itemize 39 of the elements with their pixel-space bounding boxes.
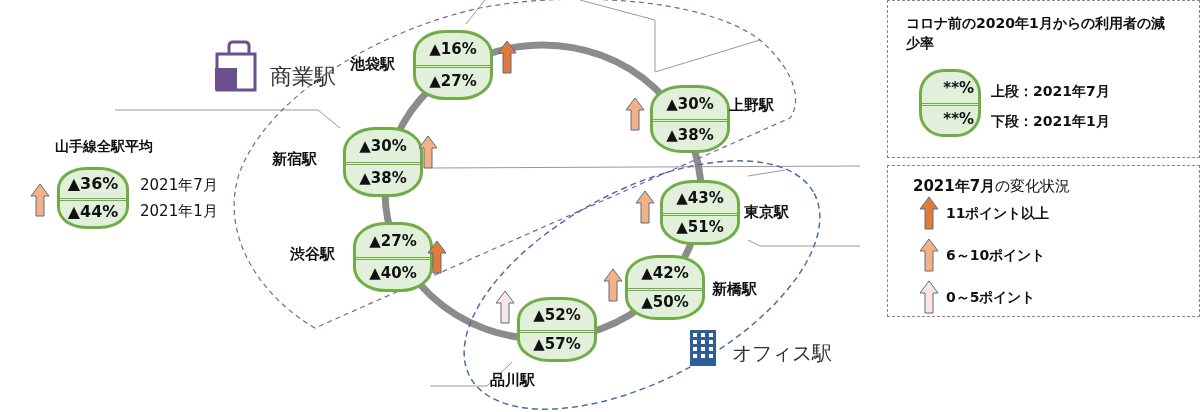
station-name: 上野駅 <box>729 96 774 115</box>
station-name: 新宿駅 <box>272 150 317 169</box>
legend-text: 上段：2021年7月 <box>991 83 1110 101</box>
station-name: 東京駅 <box>744 203 789 222</box>
legend-text: 0～5ポイント <box>946 289 1036 307</box>
decrease-rate: ▲27% <box>429 71 477 91</box>
decrease-rate: ▲52% <box>533 304 581 325</box>
decrease-rate: ▲38% <box>359 168 407 188</box>
legend-heading: 2021年7月の変化状況 <box>913 176 1072 196</box>
decrease-rate: ▲30% <box>359 136 407 156</box>
decrease-rate: ▲36% <box>67 174 119 194</box>
legend-text: 11ポイント以上 <box>946 205 1050 223</box>
legend-text: 下段：2021年1月 <box>991 113 1110 131</box>
station-name: 品川駅 <box>490 371 535 390</box>
region-label: 商業駅 <box>270 63 336 91</box>
decrease-rate: **% <box>943 77 975 98</box>
legend-heading: コロナ前の2020年1月からの利用者の減少率 <box>906 14 1166 53</box>
period-label: 2021年1月 <box>140 202 218 221</box>
group-heading: 山手線全駅平均 <box>55 138 153 156</box>
station-name: 渋谷駅 <box>290 245 335 264</box>
decrease-rate: ▲38% <box>666 124 714 145</box>
decrease-rate: ▲30% <box>666 93 714 114</box>
station-name: 池袋駅 <box>350 55 395 74</box>
decrease-rate: ▲50% <box>641 292 689 313</box>
decrease-rate: ▲44% <box>67 202 119 222</box>
legend-panel <box>887 0 1200 158</box>
decrease-rate: ▲51% <box>676 217 724 238</box>
decrease-rate: ▲16% <box>429 39 477 59</box>
decrease-rate: ▲40% <box>369 263 417 283</box>
decrease-rate: ▲57% <box>533 334 581 355</box>
decrease-rate: ▲27% <box>369 231 417 251</box>
decrease-rate: ▲42% <box>641 262 689 283</box>
decrease-rate: ▲43% <box>676 187 724 208</box>
station-name: 新橋駅 <box>712 280 757 299</box>
decrease-rate: **% <box>943 108 975 129</box>
period-label: 2021年7月 <box>140 176 218 195</box>
legend-text: 6～10ポイント <box>946 247 1046 265</box>
region-label: オフィス駅 <box>732 340 832 367</box>
legend-panel <box>887 165 1200 317</box>
